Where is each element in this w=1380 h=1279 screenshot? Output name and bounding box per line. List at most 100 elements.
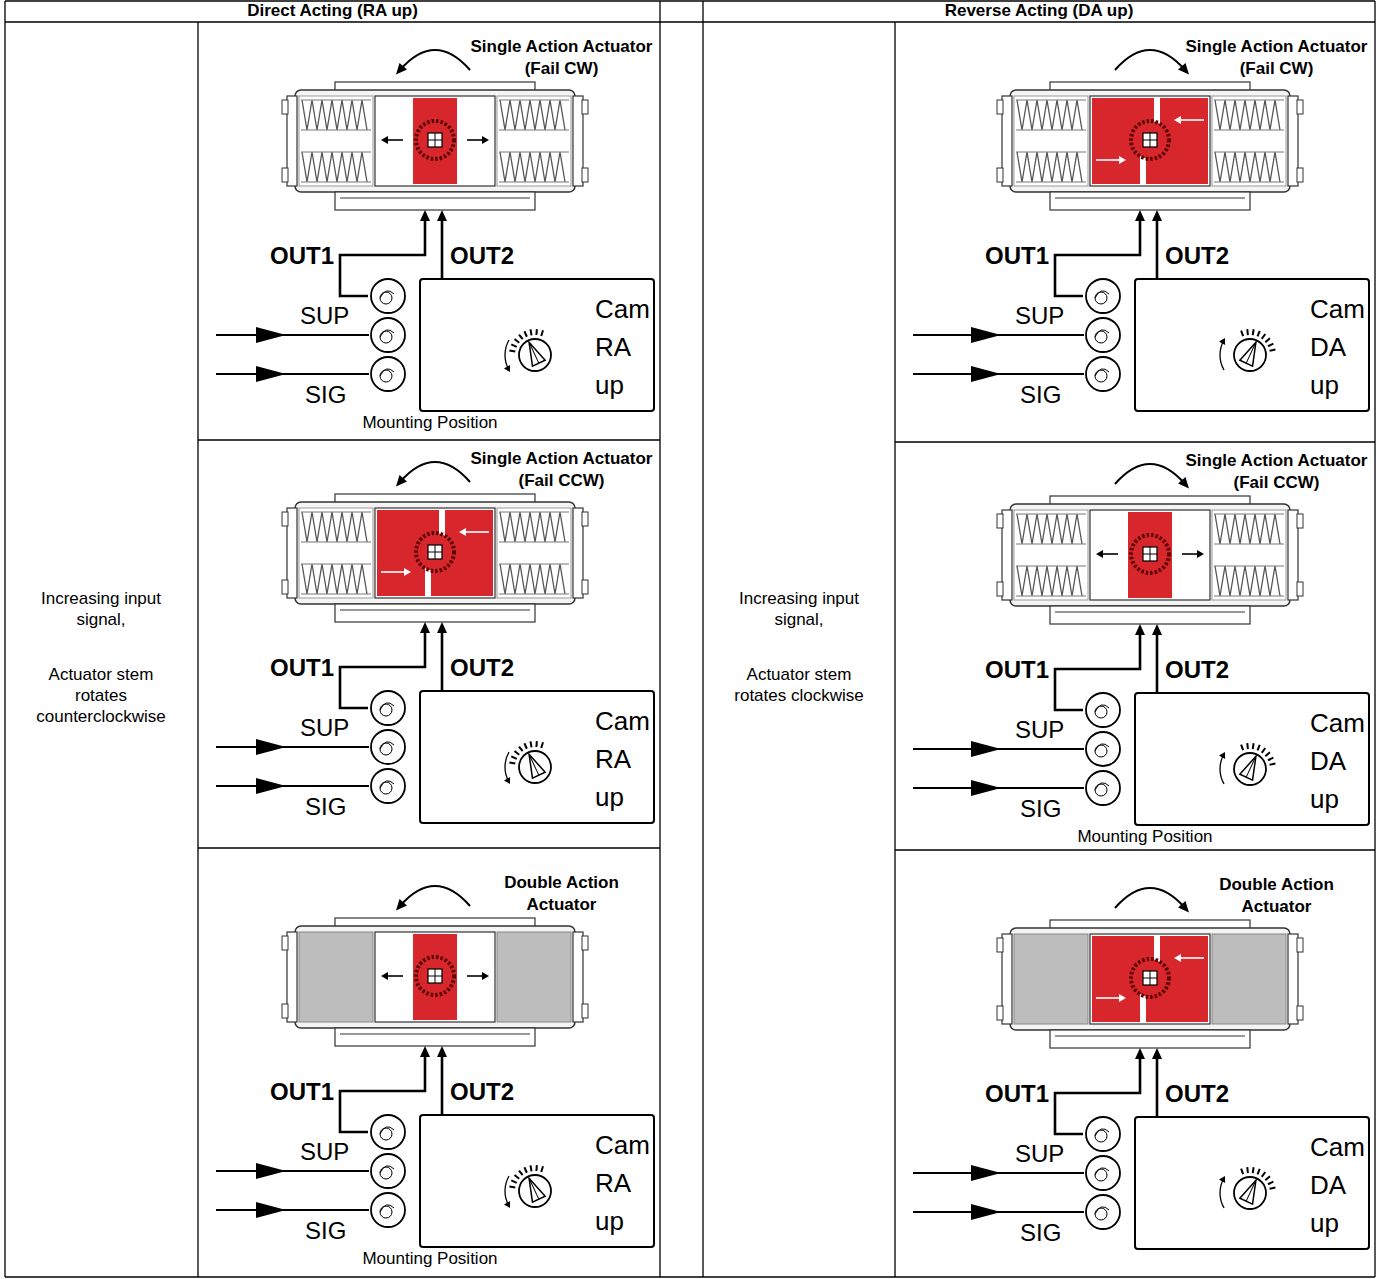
port-label: OUT1 xyxy=(270,1078,334,1106)
spring-chamber xyxy=(299,508,373,598)
label-slot: OUT1 xyxy=(985,242,1049,270)
pinion-shaft xyxy=(1143,547,1157,561)
label-slot: OUT2 xyxy=(450,654,514,682)
bottom-rail xyxy=(340,198,530,199)
spring xyxy=(1016,596,1086,597)
pressure-zone xyxy=(1128,512,1172,598)
spring-chamber xyxy=(299,96,373,186)
cam-tick xyxy=(1270,1188,1276,1189)
actuator-box: Double Action Actuator xyxy=(286,868,654,1046)
port-fitting xyxy=(1086,279,1120,313)
cam-pointer xyxy=(1246,756,1256,777)
cam-dial xyxy=(504,329,551,372)
cam-pointer xyxy=(523,339,545,366)
table-rule xyxy=(4,1,5,1277)
label-slot: SUP xyxy=(1015,1140,1064,1168)
signal-line xyxy=(216,1170,369,1172)
end-lug xyxy=(997,938,1003,952)
rotation-arrow xyxy=(1178,63,1189,75)
piston-arrow xyxy=(386,139,403,141)
cam-tick xyxy=(530,329,531,335)
pinion-shaft xyxy=(428,969,442,983)
cam-direction-arrow xyxy=(504,777,510,784)
end-lug xyxy=(582,580,588,594)
port-name: SIG xyxy=(305,381,346,409)
port-label: OUT1 xyxy=(985,1080,1049,1108)
piston-chamber xyxy=(1090,96,1210,186)
label-slot: SIG xyxy=(1020,1219,1061,1247)
table-rule xyxy=(894,22,895,1277)
port-fitting xyxy=(380,782,392,794)
actuator-box: Single Action Actuator (Fail CW) xyxy=(1001,32,1369,210)
signal-arrowhead xyxy=(256,778,286,794)
cam-tick xyxy=(1241,745,1243,751)
connector-arrowhead xyxy=(437,1046,447,1057)
port-label: OUT2 xyxy=(450,1078,514,1106)
bottom-rail xyxy=(340,610,530,611)
cam-tick xyxy=(541,1166,543,1172)
cam-tick xyxy=(515,1175,520,1179)
cam-tick xyxy=(541,330,543,336)
table-rule xyxy=(197,22,198,1277)
actuator-box: Single Action Actuator (Fail CW) xyxy=(286,32,654,210)
port-fitting xyxy=(1086,771,1120,805)
cam-dial xyxy=(1234,1177,1266,1209)
label-slot: SUP xyxy=(300,1138,349,1166)
spring xyxy=(499,594,569,595)
port-fitting xyxy=(380,781,394,788)
cam-tick xyxy=(1265,1176,1270,1180)
end-lug xyxy=(1297,938,1303,952)
port-fitting xyxy=(380,330,394,337)
rotation-arrow xyxy=(396,63,407,75)
label-slot: OUT2 xyxy=(1165,242,1229,270)
table-rule xyxy=(895,849,1375,850)
label-slot: Mounting Position xyxy=(330,414,530,432)
cam-pointer xyxy=(529,754,539,775)
signal-arrowhead xyxy=(971,327,1001,343)
signal-line xyxy=(216,785,369,787)
port-fitting xyxy=(380,292,392,304)
label-slot: Increasing input signal, xyxy=(724,588,874,630)
port-label: OUT2 xyxy=(1165,242,1229,270)
label-slot: OUT1 xyxy=(985,656,1049,684)
cam-tick xyxy=(535,1165,537,1171)
end-lug xyxy=(582,100,588,114)
signal-arrowhead xyxy=(971,1204,1001,1220)
rotation-arrow xyxy=(396,899,407,911)
table-note: Actuator stem rotates clockwise xyxy=(724,664,874,706)
label-slot: OUT2 xyxy=(450,242,514,270)
spring xyxy=(301,512,371,513)
spring xyxy=(1017,514,1082,544)
piston-arrow xyxy=(1179,119,1204,121)
cam-tick xyxy=(1268,758,1273,761)
piston-arrow xyxy=(1096,550,1103,558)
port-fitting xyxy=(380,1128,392,1140)
spring xyxy=(1016,514,1086,515)
port-fitting xyxy=(1086,732,1120,766)
cam-tick xyxy=(1246,743,1249,749)
pinion-shaft xyxy=(428,552,442,553)
piston-chamber xyxy=(1090,510,1210,600)
end-lug xyxy=(582,1004,588,1018)
cam-direction-arrow xyxy=(505,752,509,782)
actuator-body xyxy=(1010,928,1290,1030)
spring-chamber xyxy=(497,96,571,186)
label-slot: OUT2 xyxy=(450,1078,514,1106)
spring xyxy=(1214,130,1284,131)
signal-arrowhead xyxy=(971,366,1001,382)
end-lug xyxy=(997,514,1003,528)
port-fitting xyxy=(1095,330,1109,337)
spring xyxy=(1214,100,1284,101)
actuator-body xyxy=(295,90,575,192)
spring xyxy=(1214,566,1284,567)
positioner-housing xyxy=(420,279,654,411)
piston-arrow xyxy=(1101,553,1118,555)
positioner-box: Cam DA up xyxy=(1083,692,1370,826)
piston-arrow xyxy=(467,139,484,141)
cam-tick xyxy=(530,741,531,747)
port-fitting xyxy=(380,369,394,376)
connector-line xyxy=(1156,633,1159,692)
pinion-shaft xyxy=(428,545,442,559)
label-slot: Mounting Position xyxy=(330,1250,530,1268)
spring xyxy=(301,100,371,101)
